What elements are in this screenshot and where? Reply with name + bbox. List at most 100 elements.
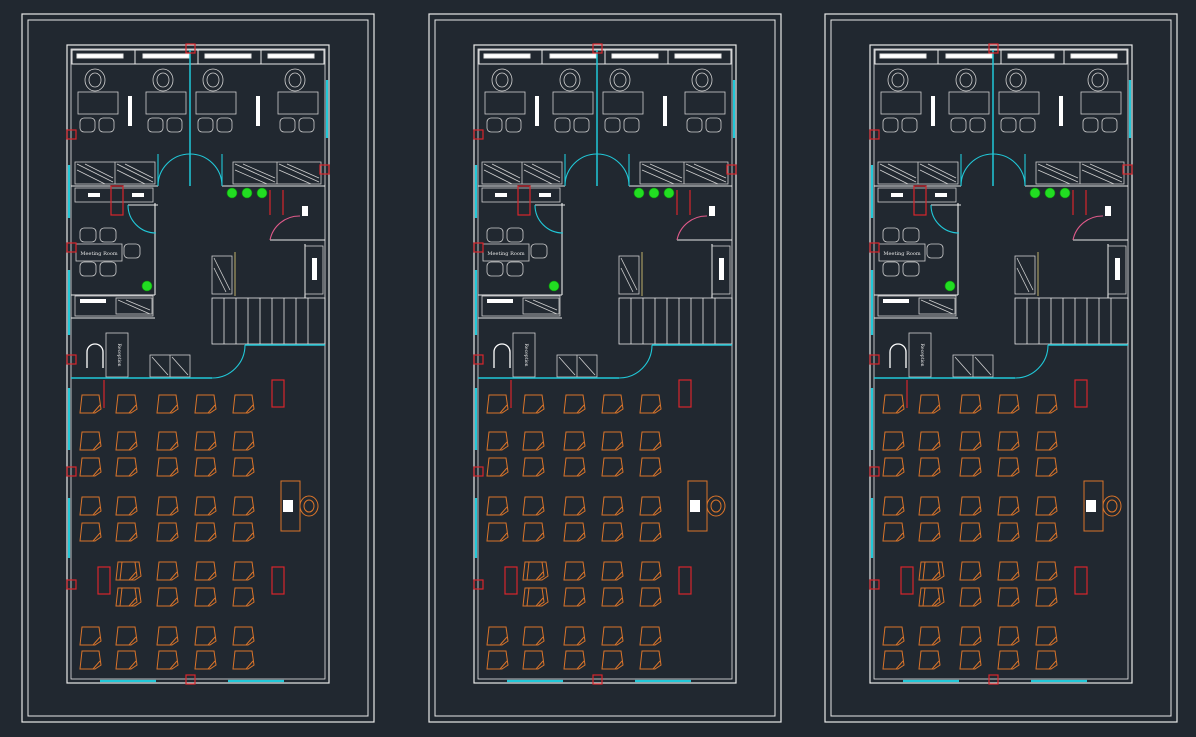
classroom-chair [486,650,509,670]
classroom-chair [959,457,982,477]
instructor-desk [687,480,726,532]
classroom-chair [997,431,1020,451]
classroom-chair [639,394,662,414]
classroom-chair [486,522,509,542]
classroom-chair [997,650,1020,670]
reception-label: Reception [116,344,122,367]
door-swings [930,153,1104,379]
sheet-border-inner [434,19,776,717]
classroom-seating [79,394,255,670]
classroom-chair [486,496,509,516]
washroom-area [1014,206,1127,296]
top-storage-shelves [478,49,732,65]
classroom-chair [997,496,1020,516]
classroom-chair [997,626,1020,646]
column-icon [473,129,484,140]
classroom-chair [1035,394,1058,414]
classroom-chair [639,587,662,607]
classroom-chair [232,431,255,451]
classroom-chair [522,561,545,581]
desk-icon [277,91,319,115]
desk-icon [602,91,644,115]
sheet-border-inner [27,19,369,717]
column-icon [66,354,77,365]
plant-icon [1059,187,1071,199]
structural-columns [869,43,1133,685]
classroom-chair [639,650,662,670]
column-icon [66,242,77,253]
meeting-room: Meeting Room [878,227,944,277]
column-icon [473,466,484,477]
classroom-chair [156,626,179,646]
door-swings [534,153,708,379]
classroom-chair [882,496,905,516]
classroom-chair [522,394,545,414]
classroom-chair [194,561,217,581]
office-chair-icon [1087,68,1109,92]
door-swing-icon [211,344,246,379]
washroom-area [211,206,324,296]
classroom-chair [194,626,217,646]
plant-icon [648,187,660,199]
classroom-chair [563,431,586,451]
stair-icon [618,297,733,346]
instructor-desk [1083,480,1122,532]
meeting-room-label: Meeting Room [487,251,524,257]
column-icon [592,43,603,54]
classroom-chair [1035,496,1058,516]
door-swing-icon [992,153,1026,187]
reception-shelves [877,187,957,317]
classroom-chair [918,587,941,607]
classroom-chair [156,457,179,477]
classroom-chair [232,522,255,542]
plants [944,187,1071,292]
stair-icon [1014,297,1129,346]
workstation [77,68,119,133]
classroom-chair [882,394,905,414]
classroom-chair [115,626,138,646]
column-icon [678,379,692,408]
column-icon [504,566,518,595]
classroom-chair [1035,587,1058,607]
top-storage-shelves [71,49,325,65]
classroom-chair [922,587,945,607]
door-swing-icon [564,153,598,187]
classroom-chair [639,457,662,477]
building-inner-wall [477,48,733,680]
door-swing-icon [1072,215,1104,241]
reception-desk: Reception [71,332,212,379]
workstation [484,68,526,133]
classroom-chair [1035,650,1058,670]
office-workstations [77,68,319,133]
classroom-chair [563,394,586,414]
classroom-chair [115,587,138,607]
storage-cabinets [74,161,322,185]
washroom-area [618,206,731,296]
stair-icon [211,297,326,346]
door-swing-icon [189,153,223,187]
column-icon [726,164,737,175]
floorplan-sheet: Meeting Room Recepti [428,13,782,723]
classroom-chair [526,587,549,607]
column-icon [869,129,880,140]
classroom-chair [232,626,255,646]
classroom-chair [563,522,586,542]
sheet-border-outer [21,13,375,723]
classroom-chair [922,561,945,581]
classroom-chair [918,431,941,451]
classroom-chair [522,650,545,670]
classroom-chair [1035,431,1058,451]
classroom-chair [997,587,1020,607]
office-chair-icon [955,68,977,92]
office-chair-icon [284,68,306,92]
classroom-chair [918,457,941,477]
door-swing-icon [127,204,157,234]
column-icon [271,379,285,408]
column-icon [473,579,484,590]
classroom-chair [882,650,905,670]
classroom-chair [232,457,255,477]
classroom-chair [563,561,586,581]
classroom-chair [601,496,624,516]
plant-icon [241,187,253,199]
plants [548,187,675,292]
